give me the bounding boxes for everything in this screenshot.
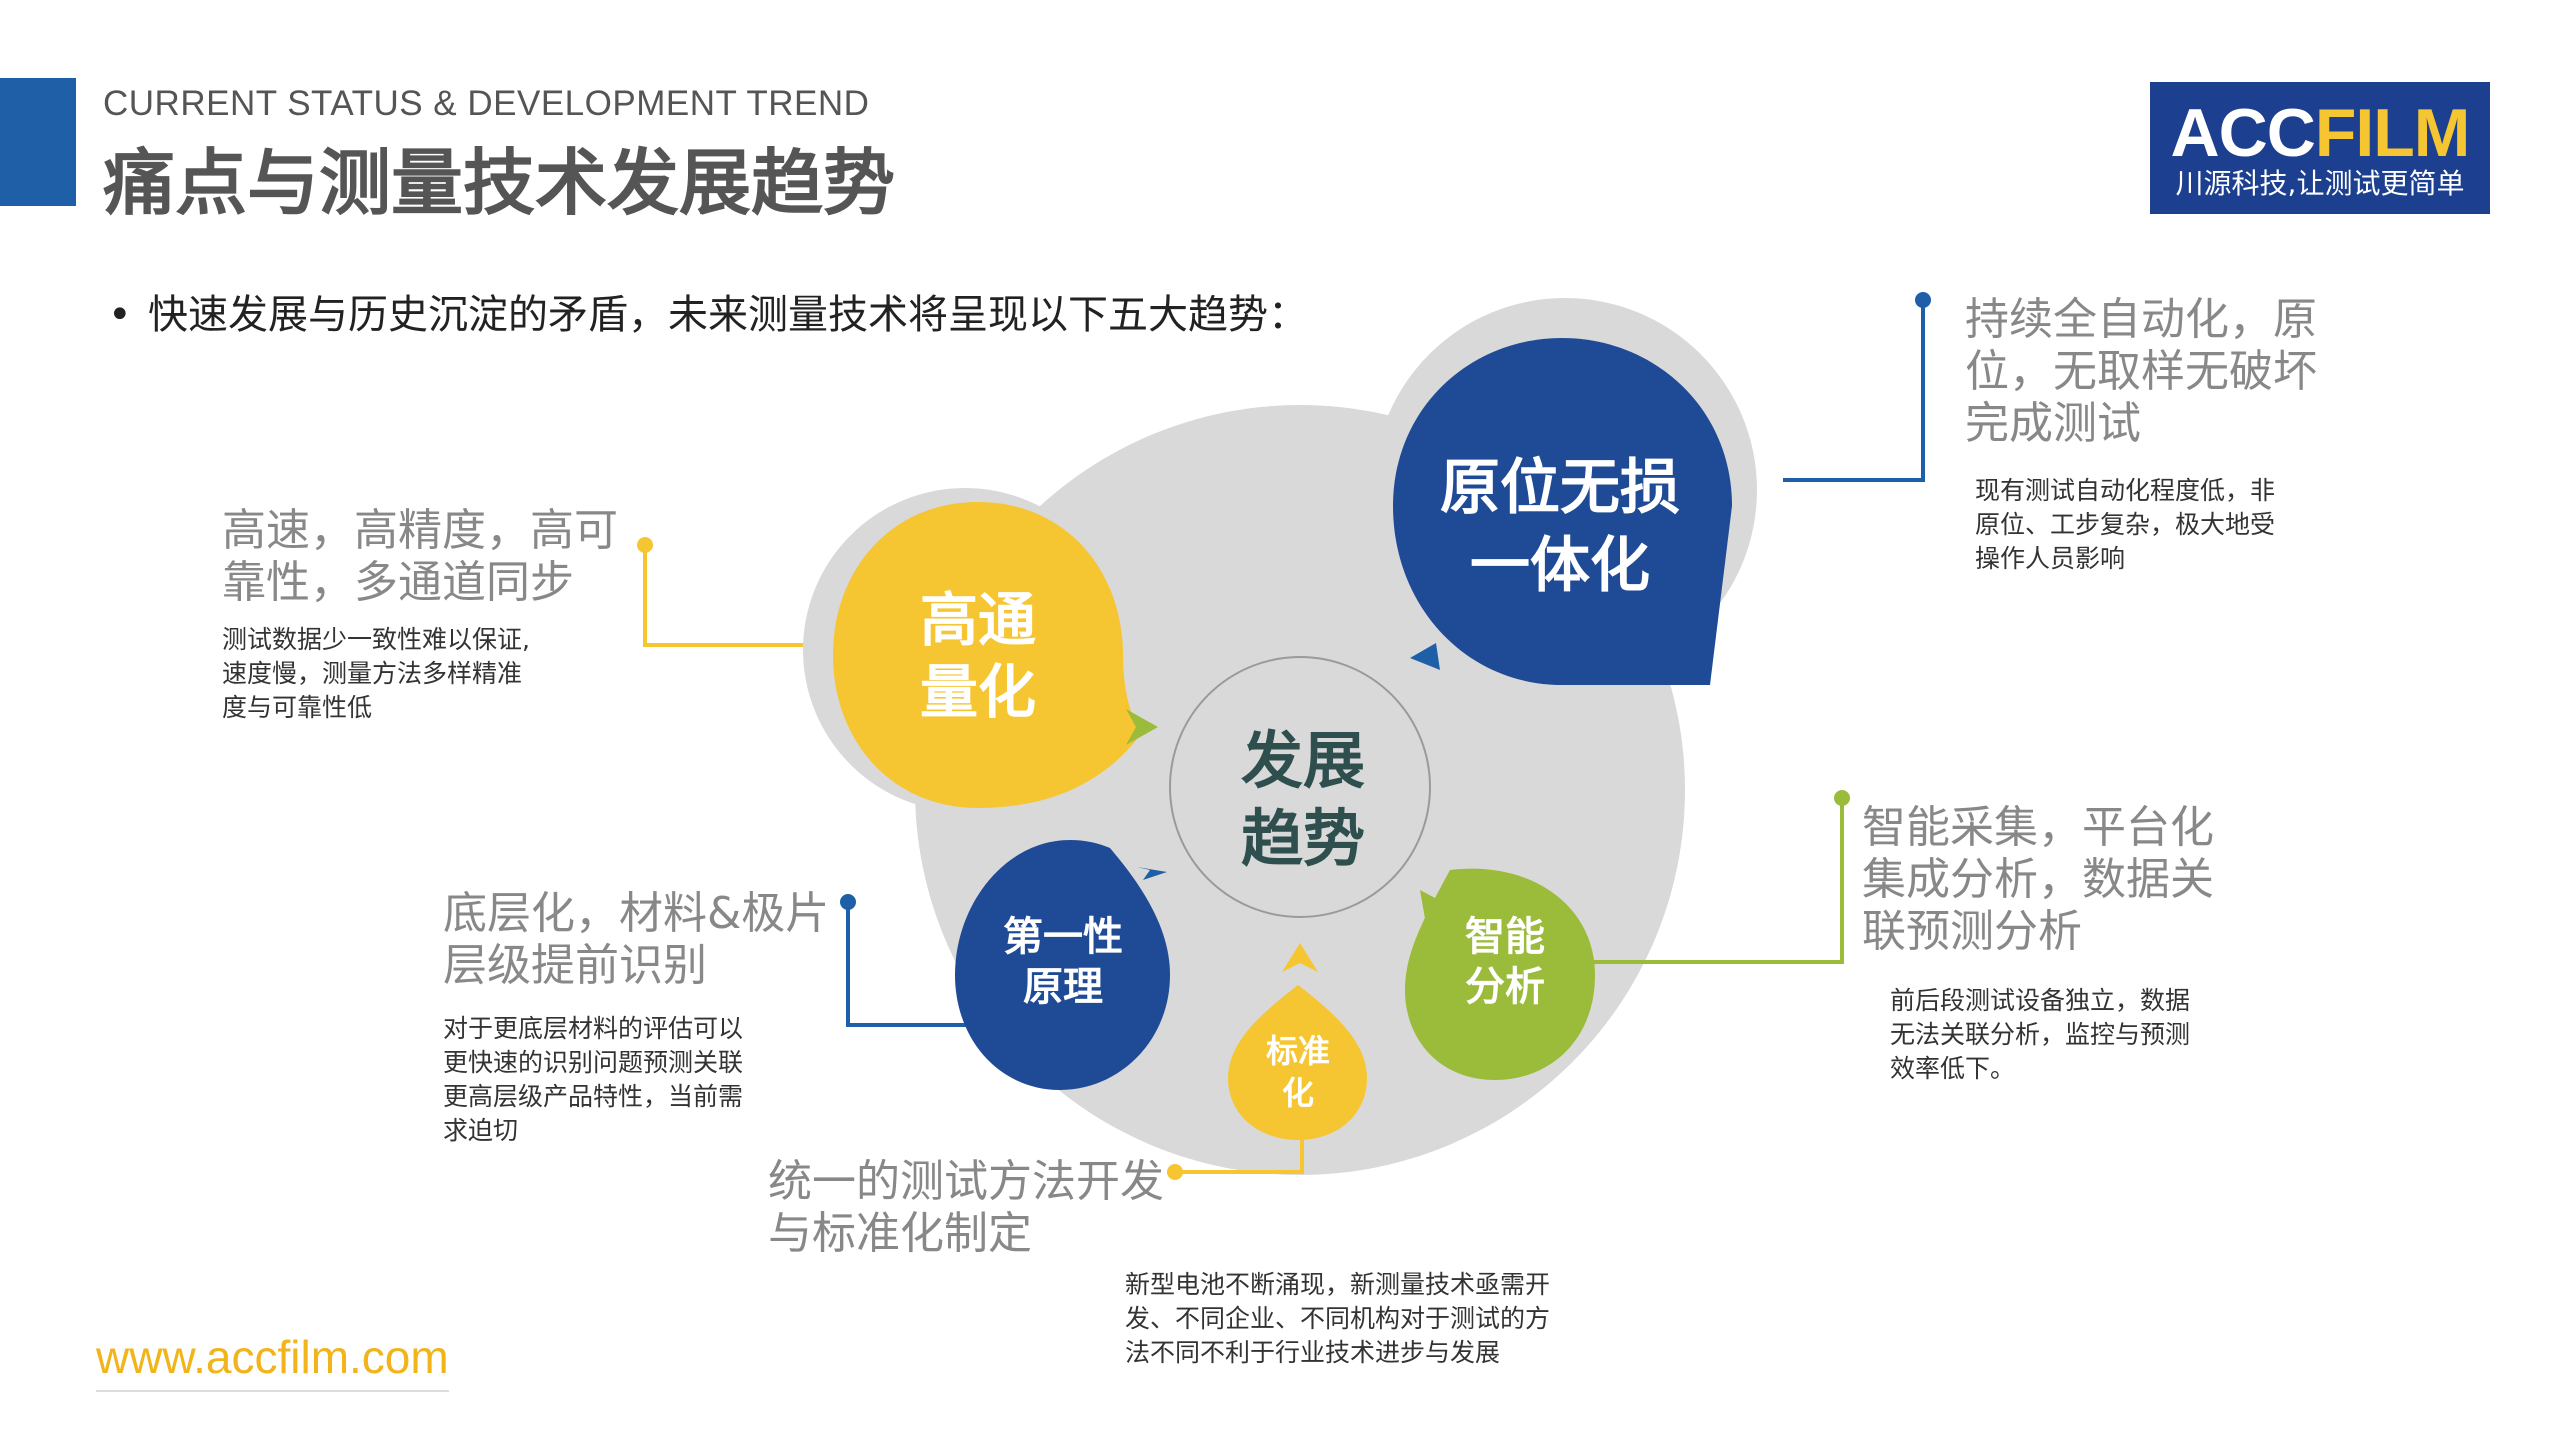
node-intelligent-label-2: 分析	[1465, 964, 1545, 1010]
trend-first-principle: 底层化，材料&极片 层级提前识别 对于更底层材料的评估可以 更快速的识别问题预测…	[443, 888, 829, 1148]
intro-text: 快速发展与历史沉淀的矛盾，未来测量技术将呈现以下五大趋势：	[148, 292, 1308, 338]
trend-in-situ: 持续全自动化，原 位，无取样无破坏 完成测试 现有测试自动化程度低，非 原位、工…	[1965, 294, 2317, 576]
trend-intelligent-heading: 智能采集，平台化 集成分析，数据关 联预测分析	[1862, 802, 2214, 957]
node-in-situ-label-2: 一体化	[1470, 531, 1650, 601]
trend-intelligent: 智能采集，平台化 集成分析，数据关 联预测分析 前后段测试设备独立，数据 无法关…	[1862, 802, 2214, 1086]
leader-in-situ	[1783, 300, 1925, 482]
node-first-principle-label-1: 第一性	[1003, 914, 1123, 960]
arrow-first-principle	[1137, 867, 1167, 880]
node-high-throughput	[833, 502, 1140, 808]
node-in-situ	[1393, 338, 1732, 685]
header-accent-bar	[0, 78, 76, 206]
arrow-high-throughput	[1126, 709, 1158, 745]
arrow-standardization	[1282, 943, 1318, 972]
node-intelligent-label-1: 智能	[1465, 914, 1545, 960]
node-first-principle	[955, 840, 1170, 1090]
leader-dot-in-situ	[1915, 292, 1931, 308]
trend-high-throughput-heading: 高速，高精度，高可 靠性，多通道同步	[222, 505, 618, 608]
subtitle-english: CURRENT STATUS & DEVELOPMENT TREND	[103, 84, 870, 123]
arrow-in-situ	[1410, 643, 1440, 670]
bullet-dot: •	[108, 292, 132, 338]
trend-high-throughput-description: 测试数据少一致性难以保证, 速度慢，测量方法多样精准 度与可靠性低	[222, 625, 530, 722]
trend-first-principle-description: 对于更底层材料的评估可以 更快速的识别问题预测关联 更高层级产品特性，当前需 求…	[443, 1014, 744, 1145]
trend-standardization: 统一的测试方法开发 与标准化制定 新型电池不断涌现，新测量技术亟需开 发、不同企…	[768, 1156, 1550, 1370]
trend-first-principle-heading: 底层化，材料&极片 层级提前识别	[443, 888, 830, 991]
leader-dot-standardization	[1167, 1164, 1183, 1180]
center-label-1: 发展	[1241, 724, 1365, 797]
node-intelligent	[1405, 868, 1595, 1080]
node-high-throughput-label-1: 高通	[920, 586, 1036, 654]
trend-standardization-description: 新型电池不断涌现，新测量技术亟需开 发、不同企业、不同机构对于测试的方 法不同不…	[1125, 1270, 1551, 1367]
trend-in-situ-heading: 持续全自动化，原 位，无取样无破坏 完成测试	[1965, 294, 2317, 449]
leader-dot-high-throughput	[637, 537, 653, 553]
page-title: 痛点与测量技术发展趋势	[103, 141, 896, 225]
leader-standardization	[1175, 1125, 1304, 1174]
trend-in-situ-description: 现有测试自动化程度低，非 原位、工步复杂，极大地受 操作人员影响	[1975, 476, 2276, 573]
leader-high-throughput	[643, 545, 808, 647]
center-circle	[1169, 656, 1431, 918]
trend-standardization-heading: 统一的测试方法开发 与标准化制定	[768, 1156, 1164, 1259]
center-label-2: 趋势	[1241, 802, 1365, 875]
trend-high-throughput: 高速，高精度，高可 靠性，多通道同步 测试数据少一致性难以保证, 速度慢，测量方…	[222, 505, 618, 725]
node-standardization-label-2: 化	[1282, 1074, 1314, 1112]
intro-bullet: • 快速发展与历史沉淀的矛盾，未来测量技术将呈现以下五大趋势：	[108, 282, 1308, 340]
arrow-intelligent	[1420, 890, 1450, 930]
node-first-principle-label-2: 原理	[1023, 964, 1103, 1010]
node-in-situ-label-1: 原位无损	[1440, 453, 1680, 523]
accfilm-logo: ACCFILM 川源科技,让测试更简单	[2150, 82, 2490, 214]
leader-dot-intelligent	[1834, 790, 1850, 806]
website-link[interactable]: www.accfilm.com	[96, 1330, 449, 1392]
leader-first-principle	[846, 902, 975, 1027]
node-high-throughput-label-2: 量化	[920, 658, 1036, 726]
leader-dot-first-principle	[840, 894, 856, 910]
node-standardization-label-1: 标准	[1266, 1032, 1330, 1070]
logo-wordmark: ACCFILM	[2170, 95, 2471, 171]
leader-intelligent	[1590, 798, 1844, 964]
trend-intelligent-description: 前后段测试设备独立，数据 无法关联分析，监控与预测 效率低下。	[1890, 986, 2191, 1083]
node-standardization	[1228, 985, 1367, 1140]
logo-tagline: 川源科技,让测试更简单	[2175, 167, 2465, 200]
